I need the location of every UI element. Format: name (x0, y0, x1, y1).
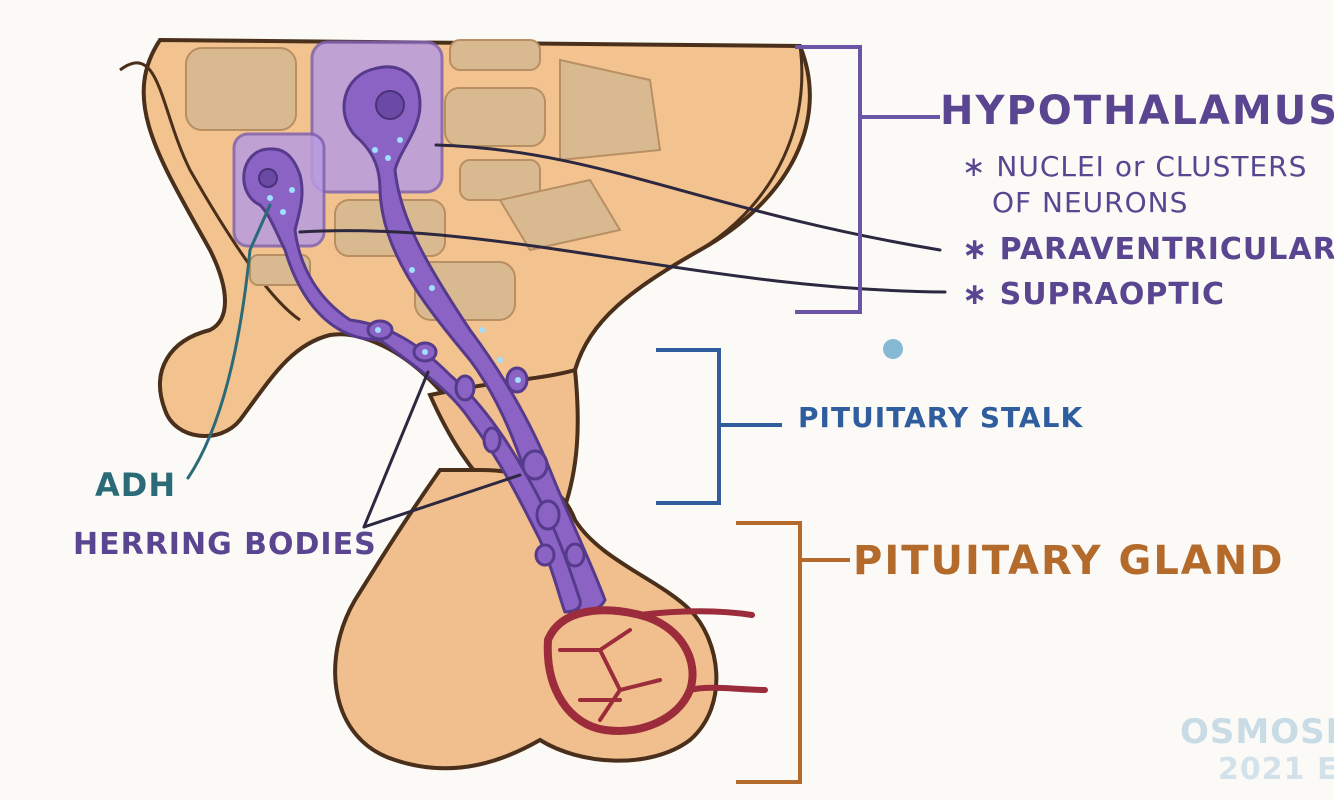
note-line-1: ∗ NUCLEI or CLUSTERS (962, 150, 1307, 183)
stalk-bracket (656, 348, 782, 505)
hypothalamus-rim (119, 61, 301, 322)
pointer-dot (883, 339, 903, 359)
supraoptic-label: ∗ SUPRAOPTIC (962, 277, 1225, 312)
supraoptic-text: SUPRAOPTIC (999, 277, 1225, 312)
osmosis-watermark: OSMOSIS (1180, 712, 1334, 752)
pituitary-gland (333, 468, 719, 771)
note-text-1: NUCLEI or CLUSTERS (996, 150, 1308, 183)
hypothalamus-bracket (795, 45, 940, 314)
gland-bracket (736, 521, 850, 784)
note-bullet: ∗ (962, 150, 987, 183)
adh-granules (267, 137, 521, 383)
paraventricular-text: PARAVENTRICULAR (999, 232, 1334, 267)
leader-lines (186, 143, 947, 529)
hypothalamus-label: HYPOTHALAMUS (940, 88, 1334, 134)
herring-bodies-label: HERRING BODIES (73, 527, 377, 562)
note-line-2: OF NEURONS (992, 186, 1189, 219)
pituitary-stalk-label: PITUITARY STALK (798, 401, 1084, 434)
hypothalamus-rim-right (699, 45, 804, 252)
bullet-1: ∗ (962, 232, 989, 267)
herring-bodies (366, 319, 586, 568)
blood-vessels (543, 606, 768, 735)
osmosis-watermark-year: 2021 E (1218, 752, 1334, 787)
bullet-2: ∗ (962, 277, 989, 312)
paraventricular-label: ∗ PARAVENTRICULAR (962, 232, 1334, 267)
adh-label: ADH (95, 466, 177, 504)
pituitary-gland-label: PITUITARY GLAND (853, 538, 1285, 584)
neuron-nuclei (258, 90, 405, 188)
